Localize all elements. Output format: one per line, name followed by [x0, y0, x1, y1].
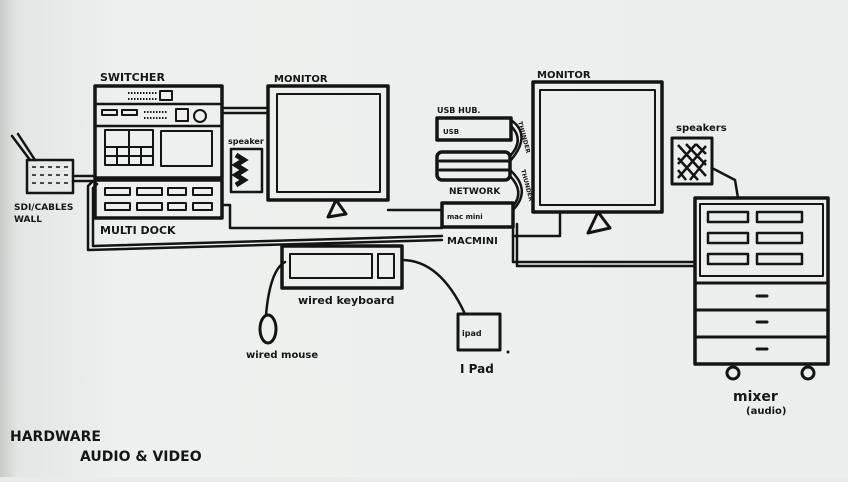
mac-mini-label: MACMINI — [447, 236, 498, 247]
mouse-label: wired mouse — [246, 350, 318, 361]
switcher-label: SWITCHER — [100, 71, 165, 84]
speaker-left: speaker — [228, 137, 264, 194]
speakers-right-label: speakers — [676, 123, 727, 134]
wired-mouse: wired mouse — [246, 313, 318, 361]
mixer-label-line2: (audio) — [746, 406, 786, 417]
network-label: NETWORK — [449, 187, 501, 197]
mixer-label-line1: mixer — [733, 389, 778, 405]
monitor-right-label: MONITOR — [537, 70, 591, 81]
multi-dock: MULTI DOCK — [93, 178, 224, 237]
usb-hub-label: USB HUB. — [437, 106, 480, 115]
network-switch: NETWORK THUNDER — [435, 150, 534, 202]
sdi-cables-wall: SDI/CABLES WALL — [10, 132, 75, 225]
mac-mini: mac mini MACMINI — [440, 201, 515, 247]
switcher: SWITCHER — [93, 71, 224, 180]
keyboard-label: wired keyboard — [298, 294, 394, 307]
sdi-label-line2: WALL — [14, 215, 42, 225]
mixer: mixer (audio) — [693, 196, 830, 417]
wired-keyboard: wired keyboard — [280, 244, 404, 307]
ipad-label: I Pad — [460, 362, 494, 376]
monitor-left: MONITOR — [266, 74, 390, 219]
sdi-label-line1: SDI/CABLES — [14, 203, 73, 213]
speaker-left-label: speaker — [228, 137, 264, 146]
diagram-title-line2: AUDIO & VIDEO — [80, 449, 202, 465]
monitor-right: MONITOR — [531, 70, 664, 235]
diagram-title-line1: HARDWARE — [10, 429, 101, 445]
multidock-label: MULTI DOCK — [100, 224, 176, 237]
usb-hub-inner-label: USB — [443, 128, 459, 136]
mac-mini-inner-label: mac mini — [447, 213, 483, 221]
monitor-left-label: MONITOR — [274, 74, 328, 85]
speakers-right: speakers — [670, 123, 727, 186]
ipad: ipad I Pad — [456, 312, 510, 376]
ipad-inner-label: ipad — [462, 329, 482, 338]
